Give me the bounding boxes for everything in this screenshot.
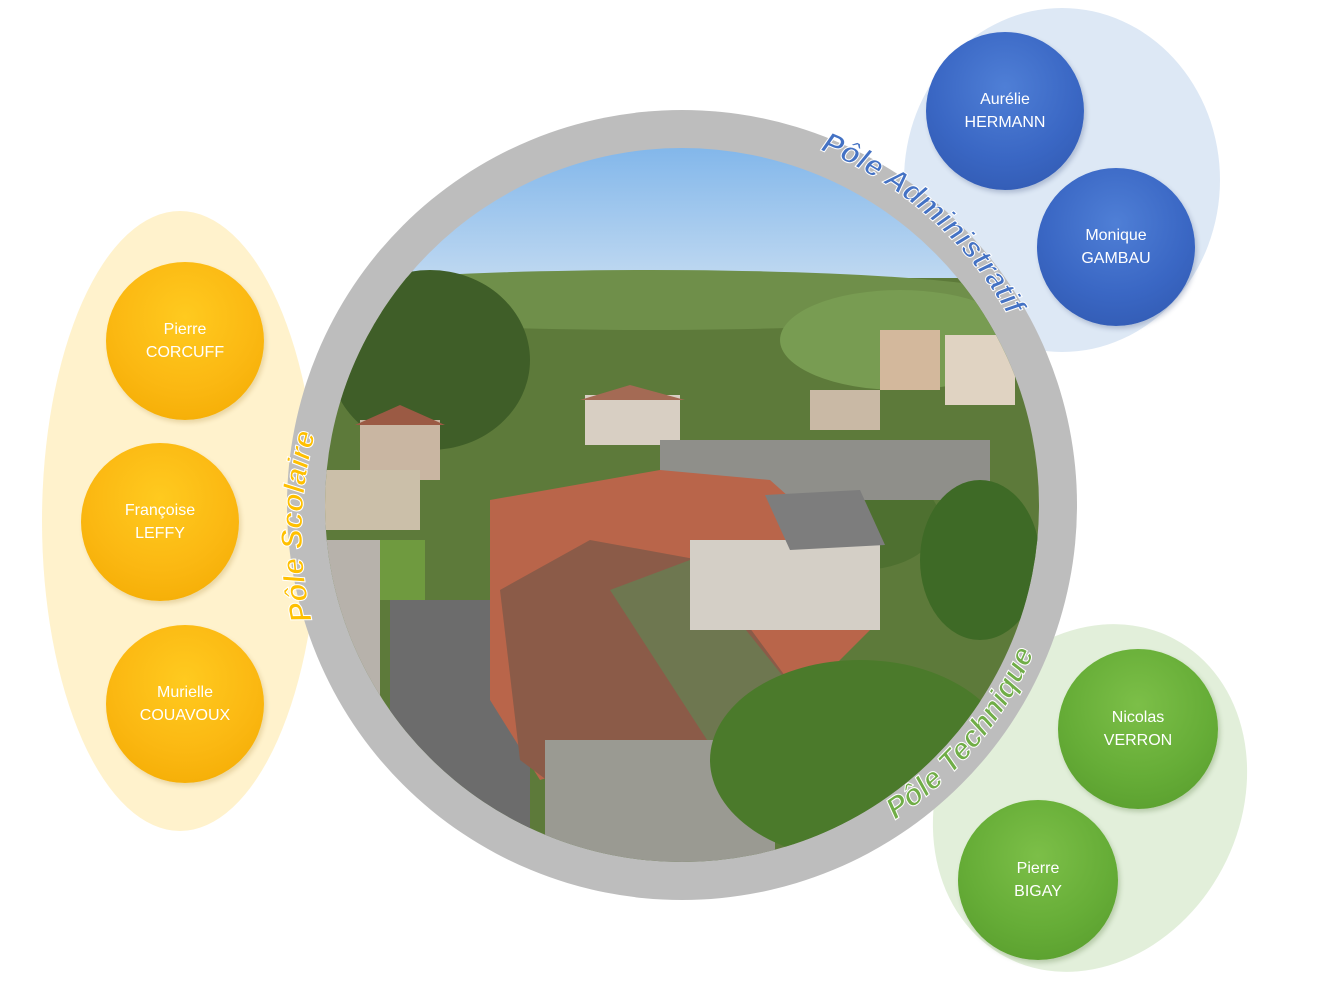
member-pierre-bigay: Pierre BIGAY xyxy=(958,800,1118,960)
member-last-name: LEFFY xyxy=(135,525,185,542)
member-last-name: VERRON xyxy=(1103,732,1173,749)
member-first-name: Murielle xyxy=(156,684,213,701)
member-last-name: HERMANN xyxy=(964,114,1046,131)
member-nicolas-verron: Nicolas VERRON xyxy=(1058,649,1218,809)
member-aurelie-hermann: Aurélie HERMANN xyxy=(926,32,1084,190)
member-monique-gambau: Monique GAMBAU xyxy=(1037,168,1195,326)
member-last-name: COUAVOUX xyxy=(139,707,231,724)
member-first-name: Pierre xyxy=(163,321,207,338)
member-pierre-corcuff: Pierre CORCUFF xyxy=(106,262,264,420)
member-murielle-couavoux: Murielle COUAVOUX xyxy=(106,625,264,783)
member-first-name: Nicolas xyxy=(1111,709,1165,726)
member-last-name: CORCUFF xyxy=(145,344,225,361)
member-last-name: BIGAY xyxy=(1014,883,1062,900)
member-first-name: Monique xyxy=(1085,227,1147,244)
member-francoise-leffy: Françoise LEFFY xyxy=(81,443,239,601)
member-first-name: Pierre xyxy=(1016,860,1060,877)
member-first-name: Françoise xyxy=(124,502,196,519)
member-last-name: GAMBAU xyxy=(1081,250,1151,267)
member-first-name: Aurélie xyxy=(980,91,1030,108)
village-photo xyxy=(325,148,1039,862)
